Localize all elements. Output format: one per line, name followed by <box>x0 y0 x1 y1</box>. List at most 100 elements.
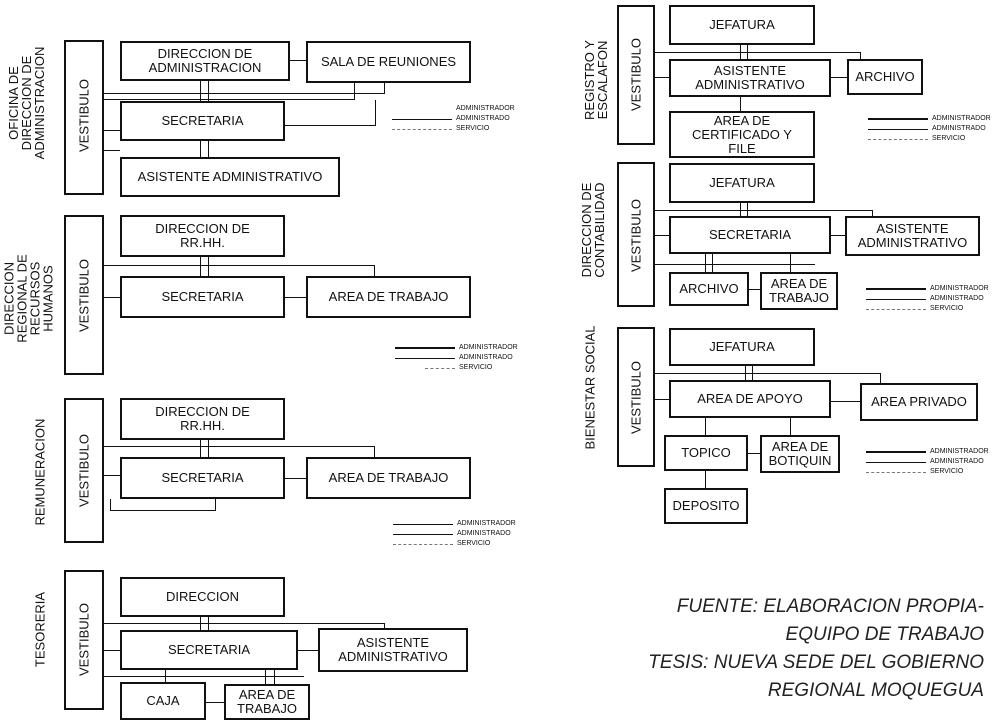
connector <box>374 265 375 276</box>
remuneracion-area-box: AREA DE TRABAJO <box>306 457 471 499</box>
tesoreria-label: TESORERIA <box>32 591 48 668</box>
oficina-asistente-box: ASISTENTE ADMINISTRATIVO <box>120 157 340 197</box>
rrhh-area-box: AREA DE TRABAJO <box>306 276 471 318</box>
connector <box>831 401 860 402</box>
contabilidad-asistente-box: ASISTENTE ADMINISTRATIVO <box>845 216 980 256</box>
connector <box>655 210 872 211</box>
tesoreria-caja-box: CAJA <box>120 682 206 720</box>
connector <box>655 77 669 78</box>
contabilidad-vestibulo <box>617 162 655 307</box>
oficina-vestibulo-text: VESTIBULO <box>76 79 92 152</box>
rrhh-vestibulo <box>64 215 104 375</box>
connector <box>208 257 209 276</box>
remuneracion-secretaria-box: SECRETARIA <box>120 457 285 499</box>
tesoreria-secretaria-box: SECRETARIA <box>120 630 298 670</box>
legend-administrador: ADMINISTRADOR <box>456 105 515 112</box>
registro-area-box: AREA DE CERTIFICADO Y FILE <box>669 111 815 158</box>
connector <box>655 235 669 236</box>
bienestar-apoyo-box: AREA DE APOYO <box>669 380 831 418</box>
legend-servicio: SERVICIO <box>930 468 964 475</box>
connector <box>375 100 376 126</box>
oficina-legend: ADMINISTRADOR ADMINISTRADO SERVICIO <box>392 104 515 134</box>
connector <box>208 141 209 157</box>
bienestar-deposito-box: DEPOSITO <box>664 488 748 524</box>
contabilidad-area-box: AREA DE TRABAJO <box>760 272 838 310</box>
connector <box>208 81 209 101</box>
connector <box>208 617 209 630</box>
oficina-direccion-box: DIRECCION DE ADMINISTRACION <box>120 41 290 81</box>
connector <box>104 475 120 476</box>
connector <box>104 130 120 131</box>
connector <box>104 446 374 447</box>
bienestar-label: BIENESTAR SOCIAL <box>582 325 598 450</box>
contabilidad-vestibulo-text: VESTIBULO <box>628 199 644 272</box>
connector <box>110 499 111 511</box>
contabilidad-legend: ADMINISTRADOR ADMINISTRADO SERVICIO <box>866 284 989 314</box>
connector <box>740 203 741 216</box>
rrhh-direccion-box: DIRECCION DE RR.HH. <box>120 215 285 257</box>
connector <box>200 617 201 630</box>
registro-label: REGISTRO Y ESCALAFON <box>582 40 610 120</box>
connector <box>705 254 706 272</box>
tesoreria-area-box: AREA DE TRABAJO <box>224 684 310 720</box>
registro-asistente-box: ASISTENTE ADMINISTRATIVO <box>669 59 831 97</box>
connector <box>712 254 713 272</box>
bienestar-legend: ADMINISTRADOR ADMINISTRADO SERVICIO <box>866 447 989 477</box>
remuneracion-direccion-box: DIRECCION DE RR.HH. <box>120 398 285 440</box>
connector <box>354 83 355 100</box>
remuneracion-vestibulo-text: VESTIBULO <box>76 434 92 507</box>
rrhh-label: DIRECCION REGIONAL DE RECURSOS HUMANOS <box>1 254 56 343</box>
connector <box>208 440 209 457</box>
source-note: FUENTE: ELABORACION PROPIA- EQUIPO DE TR… <box>600 593 984 705</box>
source-line-2: EQUIPO DE TRABAJO <box>785 624 984 645</box>
rrhh-legend: ADMINISTRADOR ADMINISTRADO SERVICIO <box>395 343 518 373</box>
source-line-3: TESIS: NUEVA SEDE DEL GOBIERNO <box>648 652 984 673</box>
legend-administrador: ADMINISTRADOR <box>457 520 516 527</box>
connector <box>705 418 706 435</box>
connector <box>104 265 374 266</box>
connector <box>655 399 669 400</box>
bienestar-topico-box: TOPICO <box>664 435 748 471</box>
legend-administrado: ADMINISTRADO <box>459 354 513 361</box>
registro-legend: ADMINISTRADOR ADMINISTRADO SERVICIO <box>868 114 991 144</box>
legend-servicio: SERVICIO <box>930 305 964 312</box>
connector <box>790 418 791 435</box>
rrhh-secretaria-box: SECRETARIA <box>120 276 285 318</box>
legend-servicio: SERVICIO <box>932 135 966 142</box>
connector <box>110 510 215 511</box>
connector <box>104 676 304 677</box>
bienestar-vestibulo-text: VESTIBULO <box>628 361 644 434</box>
connector <box>374 446 375 457</box>
connector <box>860 52 861 59</box>
connector <box>104 650 120 651</box>
contabilidad-secretaria-box: SECRETARIA <box>669 216 831 254</box>
connector <box>285 478 306 479</box>
remuneracion-label: REMUNERACION <box>32 418 48 526</box>
legend-administrador: ADMINISTRADOR <box>930 285 989 292</box>
connector <box>274 670 275 684</box>
connector <box>200 440 201 457</box>
tesoreria-vestibulo <box>64 570 104 710</box>
contabilidad-archivo-box: ARCHIVO <box>669 272 749 306</box>
oficina-vestibulo <box>64 40 104 195</box>
connector <box>748 453 760 454</box>
connector <box>285 125 375 126</box>
connector <box>655 52 860 53</box>
connector <box>104 99 354 100</box>
legend-administrador: ADMINISTRADOR <box>459 344 518 351</box>
legend-administrado: ADMINISTRADO <box>456 115 510 122</box>
registro-jefatura-box: JEFATURA <box>669 5 815 45</box>
registro-vestibulo-text: VESTIBULO <box>628 38 644 111</box>
registro-vestibulo <box>617 5 655 145</box>
connector <box>747 203 748 216</box>
legend-administrado: ADMINISTRADO <box>932 125 986 132</box>
legend-servicio: SERVICIO <box>459 364 493 371</box>
legend-administrador: ADMINISTRADOR <box>932 115 991 122</box>
legend-servicio: SERVICIO <box>456 125 490 132</box>
connector <box>290 60 306 61</box>
connector <box>740 97 741 111</box>
legend-administrado: ADMINISTRADO <box>930 295 984 302</box>
connector <box>265 670 266 684</box>
source-line-1: FUENTE: ELABORACION PROPIA- <box>676 596 984 617</box>
connector <box>285 297 306 298</box>
